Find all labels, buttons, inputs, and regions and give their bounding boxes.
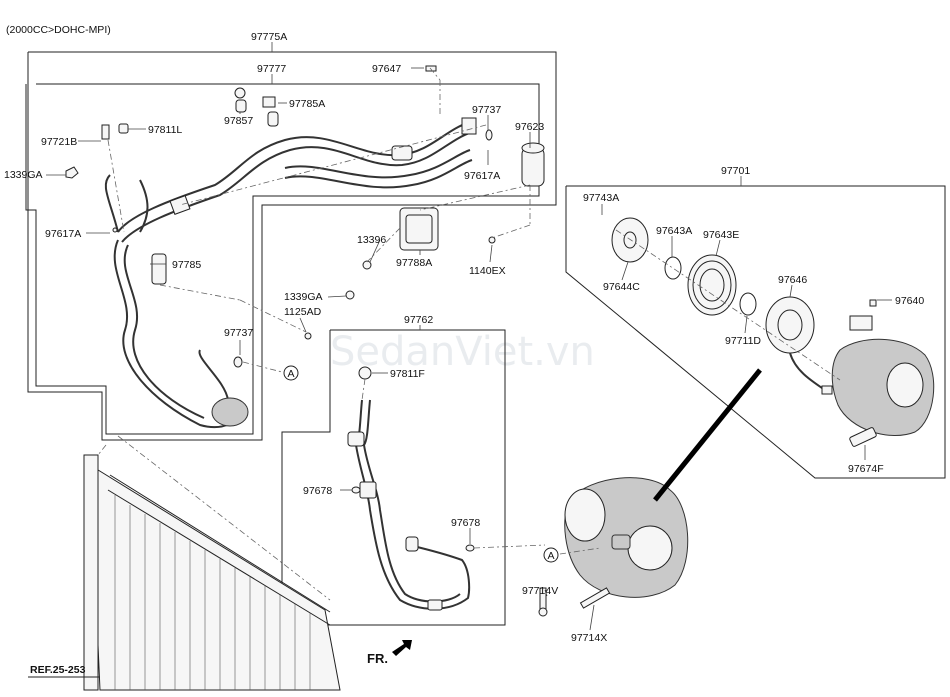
label-97785: 97785 — [172, 259, 201, 271]
label-97640: 97640 — [895, 295, 924, 307]
clamp-part — [151, 253, 167, 285]
label-97617A-left: 97617A — [45, 228, 81, 240]
label-97737-low: 97737 — [224, 327, 253, 339]
svg-text:A: A — [288, 368, 295, 380]
label-97775A: 97775A — [251, 31, 287, 43]
hose-assembly-outer-frame — [27, 51, 557, 441]
label-97674F: 97674F — [848, 463, 884, 475]
label-97788A: 97788A — [396, 257, 432, 269]
label-97777: 97777 — [257, 63, 286, 75]
bracket-part — [399, 207, 439, 251]
condenser — [83, 454, 341, 691]
callout-a-lower: A — [543, 547, 559, 563]
watermark-text: SedanViet.vn — [330, 329, 595, 375]
label-97617A-top: 97617A — [464, 170, 500, 182]
snap-ring — [739, 292, 757, 316]
suction-hose — [117, 117, 477, 243]
label-1339GA-left: 1339GA — [4, 169, 43, 181]
label-97737-top: 97737 — [472, 104, 501, 116]
discharge-hose — [347, 366, 475, 611]
compressor-kit-frame — [565, 185, 946, 479]
label-97711D: 97711D — [725, 335, 761, 347]
callout-a-upper: A — [283, 365, 299, 381]
compressor-main — [564, 368, 762, 598]
reference-label: REF.25-253 — [30, 664, 86, 676]
compressor-bolts — [538, 587, 611, 617]
pressure-valve — [849, 427, 877, 447]
label-97678-a: 97678 — [303, 485, 332, 497]
dashed-reference-lines — [97, 67, 841, 601]
svg-text:A: A — [548, 550, 555, 562]
reference-label-group: REF.25-253 — [28, 664, 100, 678]
label-97714V: 97714V — [522, 585, 558, 597]
label-97644C: 97644C — [603, 281, 640, 293]
label-97623: 97623 — [515, 121, 544, 133]
label-97743A: 97743A — [583, 192, 619, 204]
label-97811L: 97811L — [148, 124, 182, 136]
shim-ring — [664, 256, 682, 280]
label-97647: 97647 — [372, 63, 401, 75]
label-1140EX: 1140EX — [469, 265, 506, 277]
label-97643E: 97643E — [703, 229, 739, 241]
front-direction-indicator: FR. — [367, 640, 412, 666]
label-97701: 97701 — [721, 165, 750, 177]
pulley — [687, 254, 737, 316]
small-fasteners — [65, 65, 496, 368]
suction-hose-lower — [284, 149, 473, 189]
field-coil — [765, 296, 833, 395]
label-97721B: 97721B — [41, 136, 77, 148]
label-97646: 97646 — [778, 274, 807, 286]
label-1125AD: 1125AD — [284, 306, 322, 318]
part-number-labels: 97775A 97777 97647 97785A 97857 97737 97… — [4, 31, 924, 644]
label-97857: 97857 — [224, 115, 253, 127]
compressor-body-kit — [831, 299, 935, 436]
label-97785A: 97785A — [289, 98, 325, 110]
label-97714X: 97714X — [571, 632, 607, 644]
leader-lines — [46, 42, 892, 631]
label-97762: 97762 — [404, 314, 433, 326]
front-arrow-icon — [392, 640, 412, 656]
label-97811F: 97811F — [390, 368, 425, 380]
label-13396: 13396 — [357, 234, 386, 246]
clutch-hub — [611, 217, 649, 263]
front-label: FR. — [367, 651, 388, 666]
liquid-hose — [104, 174, 249, 429]
receiver-drier — [521, 142, 545, 187]
label-1339GA-mid: 1339GA — [284, 291, 323, 303]
label-97678-b: 97678 — [451, 517, 480, 529]
label-97643A: 97643A — [656, 225, 692, 237]
engine-variant-label: (2000CC>DOHC-MPI) — [6, 24, 111, 36]
